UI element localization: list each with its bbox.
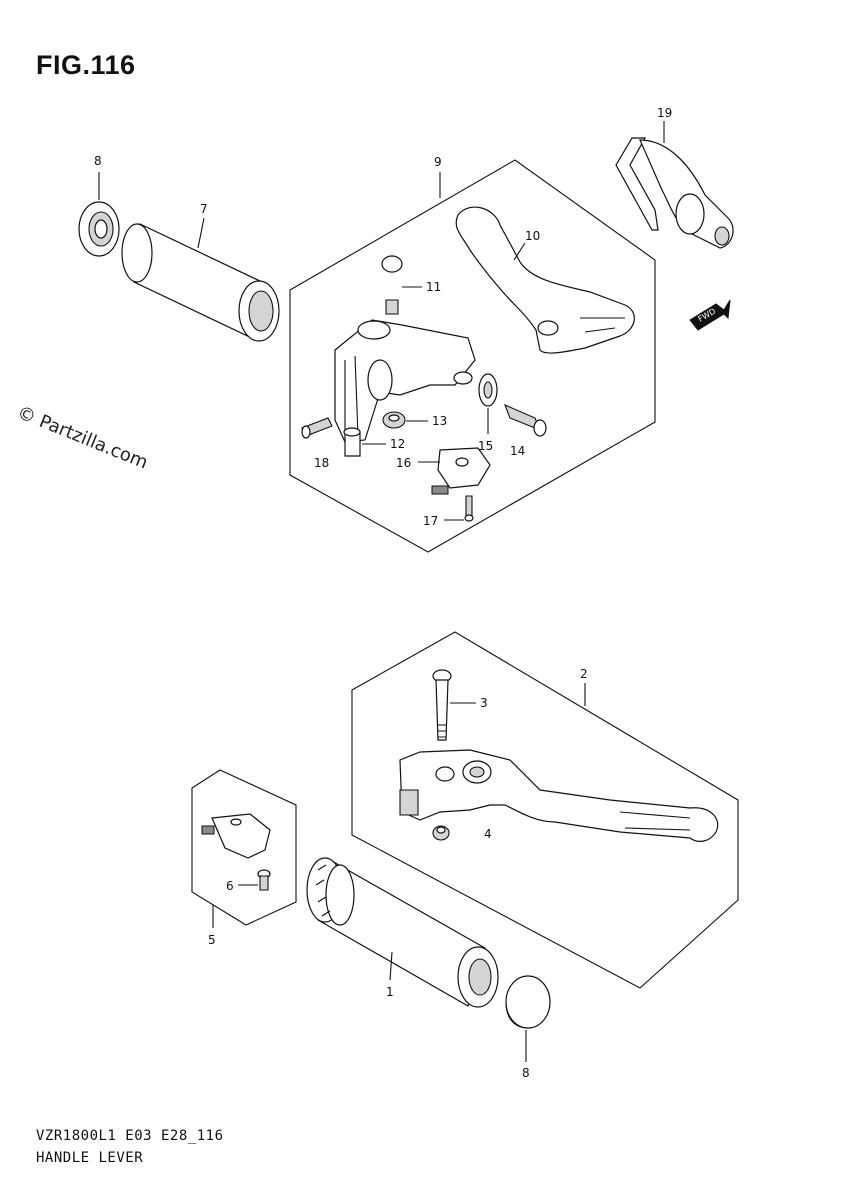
callout-2: 2 [580, 667, 588, 681]
callout-9: 9 [434, 155, 442, 169]
assembly-5-frame [191, 769, 297, 926]
callout-14: 14 [510, 444, 525, 458]
section-name: HANDLE LEVER [36, 1150, 144, 1166]
assembly-2-frame [351, 631, 739, 989]
part-1-throttle-grip[interactable] [306, 857, 499, 1008]
part-7-grip[interactable] [121, 223, 280, 342]
callout-16: 16 [396, 456, 411, 470]
part-15-washer[interactable] [478, 373, 498, 407]
part-16-switch[interactable] [431, 447, 491, 495]
callout-3: 3 [480, 696, 488, 710]
callout-13: 13 [432, 414, 447, 428]
callout-4: 4 [484, 827, 492, 841]
part-10-clutch-lever[interactable] [455, 206, 635, 354]
callout-18: 18 [314, 456, 329, 470]
callout-15: 15 [478, 439, 493, 453]
clutch-lever-holder[interactable] [334, 319, 476, 443]
part-18-bolt[interactable] [301, 417, 333, 439]
callout-8-upper: 8 [94, 154, 102, 168]
callout-10: 10 [525, 229, 540, 243]
callout-6: 6 [226, 879, 234, 893]
model-code: VZR1800L1 E03 E28_116 [36, 1128, 224, 1144]
callout-19: 19 [657, 106, 672, 120]
part-6-screw[interactable] [257, 869, 271, 891]
part-14-adjuster[interactable] [504, 403, 547, 437]
callout-8-lower: 8 [522, 1066, 530, 1080]
brake-lever[interactable] [399, 749, 719, 842]
part-5-switch[interactable] [201, 813, 271, 859]
part-13-nut[interactable] [382, 411, 406, 429]
part-11-plug[interactable] [381, 255, 403, 315]
part-8-upper-ring[interactable] [78, 201, 120, 257]
fwd-direction-badge: FWD [689, 299, 731, 331]
callout-12: 12 [390, 437, 405, 451]
assembly-9-frame [289, 159, 656, 553]
callout-11: 11 [426, 280, 441, 294]
figure-title: FIG.116 [36, 50, 136, 80]
part-19-hand-guard[interactable] [615, 137, 734, 249]
callout-5: 5 [208, 933, 216, 947]
callout-7: 7 [200, 202, 208, 216]
part-3-pivot-bolt[interactable] [432, 669, 452, 741]
callout-17: 17 [423, 514, 438, 528]
part-8-lower-cap[interactable] [505, 975, 551, 1029]
part-4-nut[interactable] [432, 825, 450, 841]
part-12-collar[interactable] [343, 427, 361, 457]
callout-1: 1 [386, 985, 394, 999]
part-17-screw[interactable] [464, 495, 474, 522]
